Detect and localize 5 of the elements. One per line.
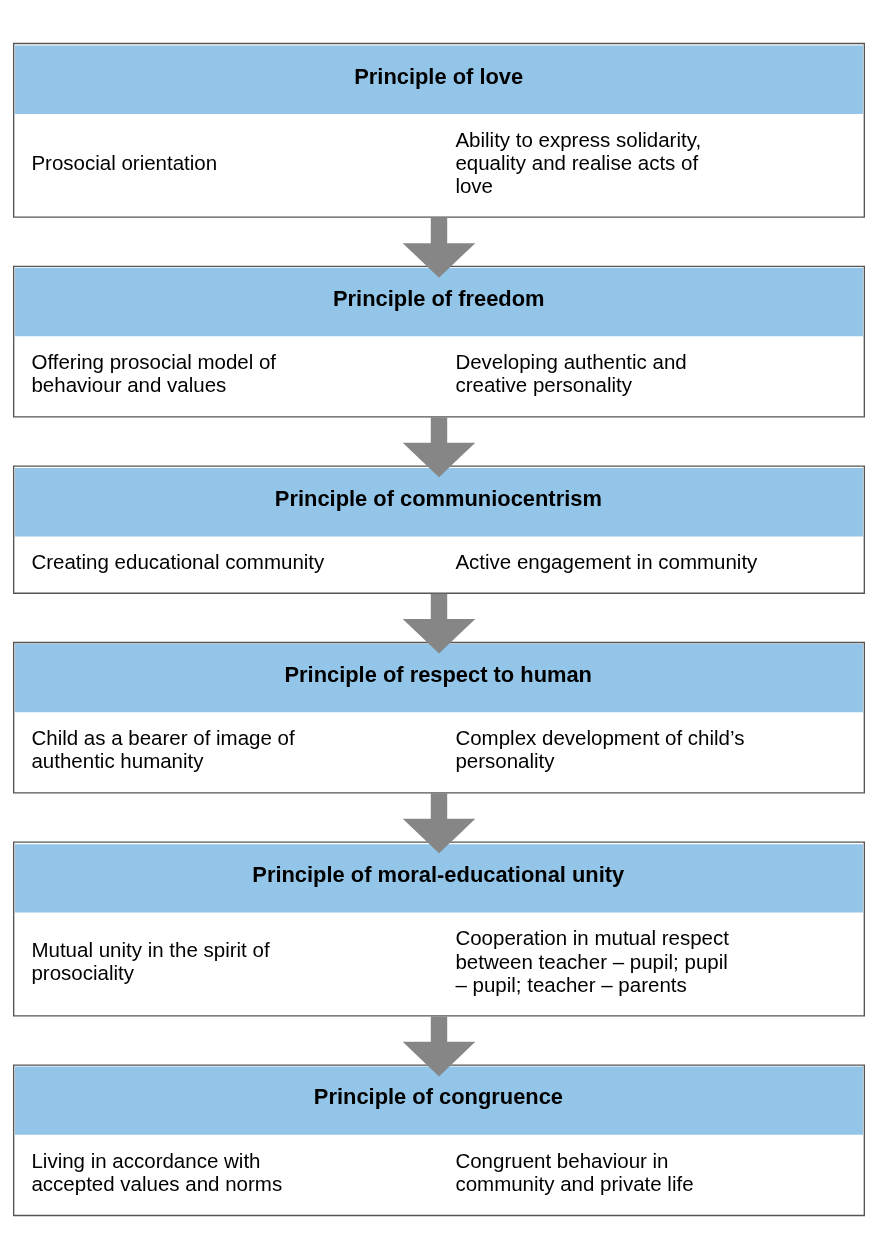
arrow	[402, 792, 476, 853]
arrow	[402, 217, 476, 278]
arrow	[402, 593, 476, 653]
arrow	[402, 416, 476, 477]
arrow	[402, 1015, 476, 1076]
